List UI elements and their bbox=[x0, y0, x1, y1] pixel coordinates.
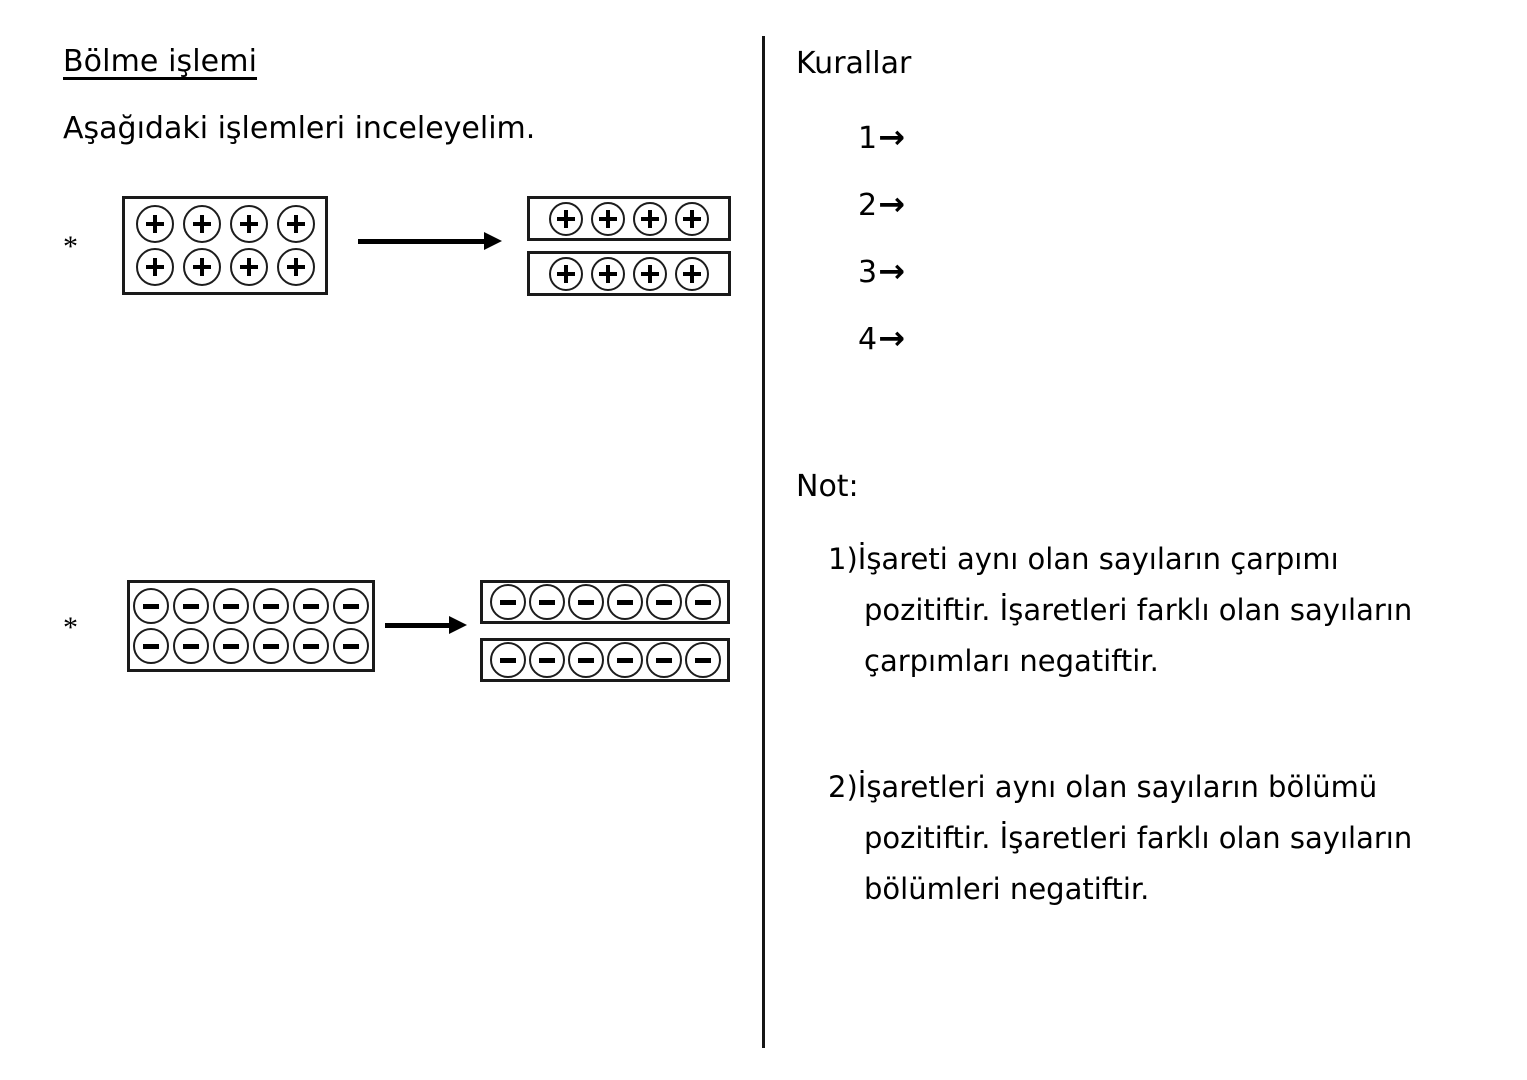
minus-token bbox=[293, 588, 329, 624]
plus-result-row bbox=[549, 201, 709, 236]
example-2-bullet-marker: * bbox=[63, 611, 78, 644]
minus-token bbox=[213, 628, 249, 664]
note-item-2: 2)İşaretleri aynı olan sayıların bölümü … bbox=[828, 762, 1468, 915]
minus-token bbox=[528, 642, 565, 678]
plus-token bbox=[276, 248, 315, 286]
plus-token bbox=[276, 205, 315, 243]
plus-result-group-2 bbox=[527, 251, 731, 296]
plus-result-row bbox=[549, 256, 709, 291]
minus-token bbox=[133, 628, 169, 664]
page-title: Bölme işlemi bbox=[63, 44, 258, 79]
note-1-line-3: çarpımları negatiftir. bbox=[864, 644, 1159, 678]
minus-token bbox=[173, 588, 209, 624]
example-1-bullet-marker: * bbox=[63, 230, 78, 263]
minus-token bbox=[253, 588, 289, 624]
plus-token bbox=[182, 248, 221, 286]
plus-token bbox=[135, 248, 174, 286]
note-item-1: 1)İşareti aynı olan sayıların çarpımı po… bbox=[828, 534, 1468, 687]
rule-number: 1 bbox=[858, 121, 878, 156]
arrow-shaft bbox=[385, 623, 449, 628]
plus-token bbox=[633, 201, 667, 236]
arrow-right-icon: → bbox=[878, 185, 905, 223]
note-1-line-1: 1)İşareti aynı olan sayıların çarpımı bbox=[828, 542, 1339, 576]
example-2-arrow bbox=[385, 614, 467, 636]
plus-result-group-1 bbox=[527, 196, 731, 241]
example-1-arrow bbox=[358, 230, 502, 252]
plus-token bbox=[675, 201, 709, 236]
minus-token bbox=[489, 584, 526, 620]
plus-token bbox=[229, 205, 268, 243]
minus-source-group bbox=[127, 580, 375, 672]
rule-item-1: 1 → bbox=[858, 118, 905, 158]
minus-source-row-2 bbox=[133, 628, 369, 664]
arrow-right-icon: → bbox=[878, 252, 905, 290]
minus-token bbox=[213, 588, 249, 624]
minus-token bbox=[133, 588, 169, 624]
rule-number: 4 bbox=[858, 322, 878, 357]
minus-token bbox=[606, 584, 643, 620]
note-2-line-1: 2)İşaretleri aynı olan sayıların bölümü bbox=[828, 770, 1378, 804]
plus-token bbox=[549, 201, 583, 236]
minus-token bbox=[684, 642, 721, 678]
plus-token bbox=[591, 201, 625, 236]
minus-token bbox=[645, 584, 682, 620]
arrow-head bbox=[449, 616, 467, 634]
column-divider-line bbox=[762, 36, 765, 1048]
note-heading: Not: bbox=[796, 469, 859, 504]
minus-token bbox=[645, 642, 682, 678]
minus-token bbox=[173, 628, 209, 664]
plus-token bbox=[633, 256, 667, 291]
note-2-line-2: pozitiftir. İşaretleri farklı olan sayıl… bbox=[864, 821, 1413, 855]
minus-token bbox=[567, 584, 604, 620]
left-content-column: Bölme işlemi Aşağıdaki işlemleri inceley… bbox=[0, 0, 763, 1080]
rule-item-3: 3 → bbox=[858, 252, 905, 292]
note-2-line-3: bölümleri negatiftir. bbox=[864, 872, 1150, 906]
minus-token bbox=[333, 588, 369, 624]
plus-token bbox=[591, 256, 625, 291]
note-1-line-2: pozitiftir. İşaretleri farklı olan sayıl… bbox=[864, 593, 1413, 627]
plus-token bbox=[549, 256, 583, 291]
minus-result-row bbox=[489, 584, 721, 620]
minus-token bbox=[684, 584, 721, 620]
arrow-right-icon: → bbox=[878, 319, 905, 357]
minus-token bbox=[253, 628, 289, 664]
minus-result-row bbox=[489, 642, 721, 678]
minus-token bbox=[567, 642, 604, 678]
minus-result-group-1 bbox=[480, 580, 730, 624]
arrow-head bbox=[484, 232, 502, 250]
right-content-column: Kurallar 1 → 2 → 3 → 4 → Not: 1)İşareti … bbox=[763, 0, 1527, 1080]
plus-token bbox=[182, 205, 221, 243]
rules-heading: Kurallar bbox=[796, 46, 912, 81]
plus-source-group bbox=[122, 196, 328, 295]
plus-token bbox=[675, 256, 709, 291]
minus-token bbox=[333, 628, 369, 664]
arrow-right-icon: → bbox=[878, 118, 905, 156]
minus-token bbox=[528, 584, 565, 620]
plus-token bbox=[135, 205, 174, 243]
rule-number: 2 bbox=[858, 188, 878, 223]
minus-source-row-1 bbox=[133, 588, 369, 624]
rule-item-2: 2 → bbox=[858, 185, 905, 225]
rule-number: 3 bbox=[858, 255, 878, 290]
minus-token bbox=[606, 642, 643, 678]
arrow-shaft bbox=[358, 239, 484, 244]
minus-token bbox=[293, 628, 329, 664]
plus-source-row-1 bbox=[135, 205, 315, 243]
minus-result-group-2 bbox=[480, 638, 730, 682]
plus-token bbox=[229, 248, 268, 286]
rule-item-4: 4 → bbox=[858, 319, 905, 359]
plus-source-row-2 bbox=[135, 248, 315, 286]
minus-token bbox=[489, 642, 526, 678]
intro-sentence: Aşağıdaki işlemleri inceleyelim. bbox=[63, 111, 536, 146]
